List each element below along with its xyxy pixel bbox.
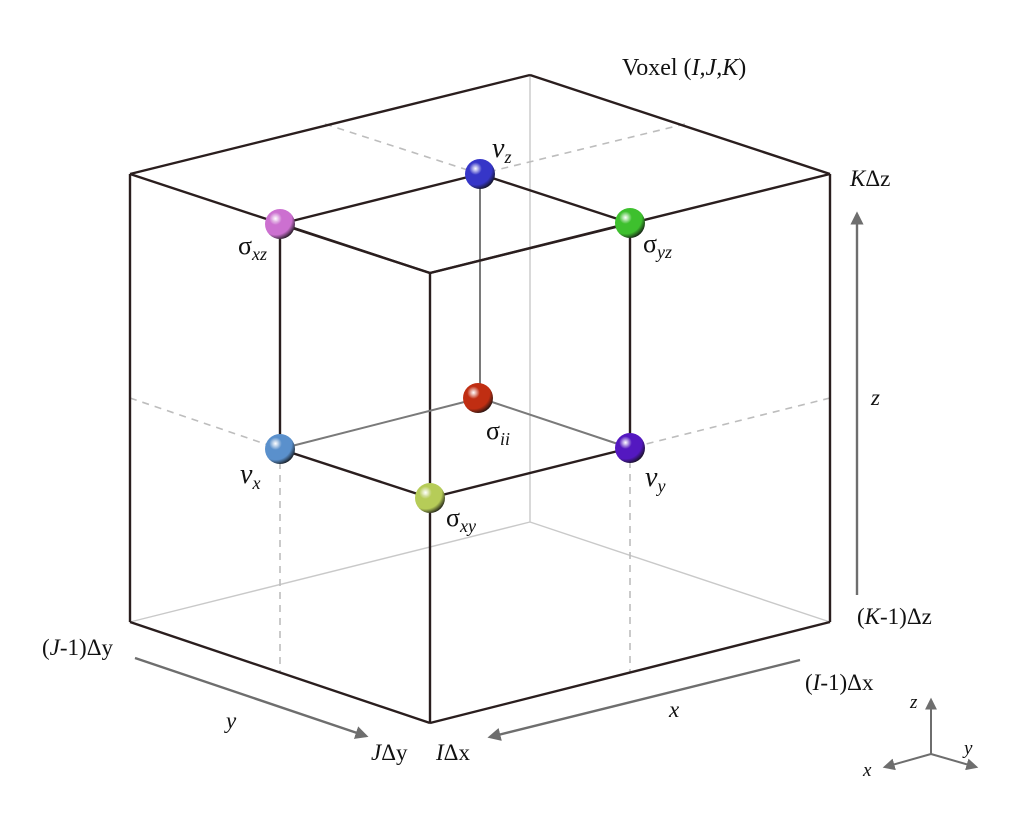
node-label-sigma_ii-symbol: σ (486, 416, 500, 445)
node-label-v_x-symbol: v (240, 459, 253, 490)
node-label-sigma_yz-symbol: σ (643, 229, 657, 258)
coordinate-triad (882, 697, 979, 771)
node-label-v_y-subscript: y (655, 476, 665, 496)
outer-cube-hidden-edges (129, 75, 831, 623)
node-sphere-sigma_ii (463, 383, 493, 413)
node-label-sigma_xz-symbol: σ (238, 231, 252, 260)
inner-cube-hidden-edges (279, 174, 631, 450)
x-right-label-var: I (812, 670, 822, 695)
z-bottom-label: (K-1)Δz (857, 604, 932, 629)
node-sphere-sigma_xy (415, 483, 445, 513)
node-label-v_z-subscript: z (503, 147, 511, 167)
outer-top-left-edge (129, 73, 531, 176)
node-label-sigma_xz-subscript: xz (251, 244, 267, 264)
node-label-sigma_ii: σii (486, 416, 510, 449)
inner-top-right (479, 172, 631, 225)
y-axis-arrow (134, 656, 369, 739)
node-label-sigma_yz-subscript: yz (655, 242, 672, 262)
y-left-label: (J-1)Δy (42, 635, 113, 660)
inner-bottom-left (279, 447, 431, 500)
inner-top-front-right (429, 221, 631, 275)
node-label-v_x: vx (240, 459, 260, 493)
z-bottom-label-pre: ( (857, 604, 865, 629)
x-right-label-pre: ( (805, 670, 813, 695)
dashed-top-left (324, 123, 481, 175)
axis-arrows (134, 211, 864, 741)
inner-cube-edges (278, 172, 632, 500)
node-spheres (265, 159, 645, 513)
y-left-label-var: J (50, 635, 62, 660)
outer-top-right-edge (529, 73, 831, 176)
node-label-sigma_yz: σyz (643, 229, 672, 262)
node-label-sigma_xy-symbol: σ (446, 503, 460, 532)
node-label-v_z-symbol: v (492, 133, 505, 164)
y-mid-label: y (224, 708, 237, 733)
dashed-top-right (479, 123, 686, 175)
node-sphere-sigma_xz (265, 209, 295, 239)
triad-x-axis (882, 753, 932, 771)
inner-bottom-right (429, 446, 631, 500)
y-left-label-rest: -1)Δy (60, 635, 114, 660)
voxel-title: Voxel (I,J,K) (622, 55, 746, 81)
voxel-title-suffix: ) (738, 55, 746, 81)
z-mid-label: z (870, 385, 880, 410)
hidden-edge-bottom-right (529, 521, 831, 623)
node-sphere-sigma_yz (615, 208, 645, 238)
x-mid-label: x (668, 697, 680, 722)
node-label-sigma_xz: σxz (238, 231, 267, 264)
inner-top-front-left (279, 222, 431, 275)
y-end-label-rest: Δy (381, 740, 408, 765)
x-end-label: IΔx (435, 740, 470, 765)
node-sphere-v_z (465, 159, 495, 189)
voxel-title-indices: I,J,K (691, 55, 741, 81)
triad-y-label: y (962, 738, 973, 759)
triad-y-axis (930, 753, 979, 771)
z-bottom-label-var: K (864, 604, 882, 629)
z-top-label: KΔz (849, 166, 890, 191)
x-right-label-rest: -1)Δx (820, 670, 874, 695)
x-end-label-var: I (435, 740, 445, 765)
z-top-label-var: K (849, 166, 867, 191)
y-end-label-var: J (371, 740, 383, 765)
node-label-sigma_ii-subscript: ii (500, 429, 510, 449)
dashed-guides (129, 123, 831, 672)
node-label-v_x-subscript: x (251, 473, 260, 493)
dashed-mid-left (129, 397, 281, 450)
inner-hidden-left (279, 397, 481, 450)
outer-bottom-right (429, 620, 831, 725)
triad-x-label: x (862, 760, 872, 781)
z-top-label-rest: Δz (865, 166, 890, 191)
outer-bottom-left (129, 620, 431, 725)
node-sphere-v_x (265, 434, 295, 464)
x-end-label-rest: Δx (444, 740, 471, 765)
node-label-sigma_xy-subscript: xy (459, 516, 476, 536)
y-left-label-pre: ( (42, 635, 50, 660)
y-end-label: JΔy (371, 740, 408, 765)
triad-z-label: z (909, 692, 918, 713)
hidden-edge-bottom-left (129, 521, 531, 623)
z-bottom-label-rest: -1)Δz (880, 604, 932, 629)
inner-top-left (279, 172, 481, 226)
x-axis-arrow (487, 658, 801, 741)
node-label-v_z: vz (492, 133, 511, 167)
node-label-v_y: vy (645, 462, 665, 496)
node-label-v_y-symbol: v (645, 462, 658, 493)
node-label-sigma_xy: σxy (446, 503, 476, 536)
dashed-mid-right (629, 397, 831, 449)
x-right-label: (I-1)Δx (805, 670, 874, 695)
node-sphere-v_y (615, 433, 645, 463)
inner-hidden-right (479, 397, 631, 449)
voxel-title-prefix: Voxel ( (622, 55, 692, 81)
